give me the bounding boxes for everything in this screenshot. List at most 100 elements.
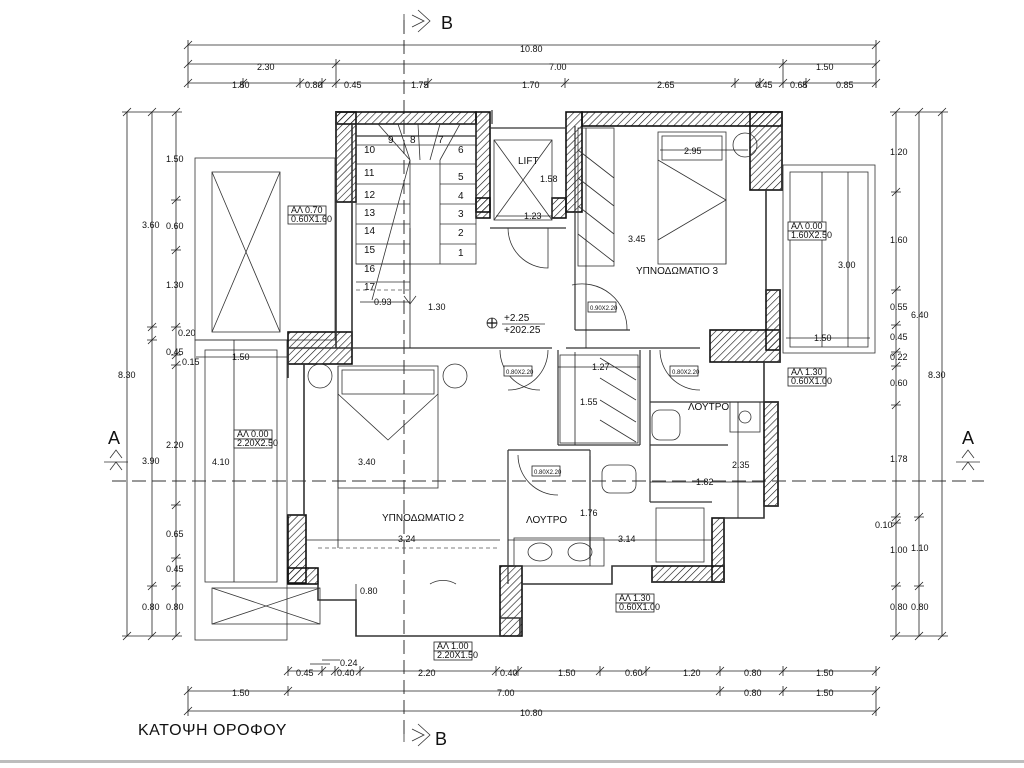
dim-top-r3-6: 2.65 (657, 80, 675, 90)
dim-top-r3-2: 0.80 (305, 80, 323, 90)
stair-step-number: 14 (364, 226, 376, 237)
window-tag-size: 0.60X1.00 (619, 602, 660, 612)
plan-title: ΚΑΤΟΨΗ ΟΡΟΦΟΥ (138, 722, 287, 739)
section-lines (104, 9, 984, 747)
interior-dim-label: 4.10 (212, 457, 230, 467)
door-tag-label: 0.90X2.20 (590, 306, 618, 312)
stair-step-number: 1 (458, 248, 464, 259)
dim-right-c3-7: 1.78 (890, 454, 908, 464)
dim-top-r3-7: 0.45 (755, 80, 773, 90)
dim-left-c3-9: 0.80 (166, 602, 184, 612)
interior-dim-label: 3.40 (358, 457, 376, 467)
interior-dim-label: 3.45 (628, 234, 646, 244)
dim-top-r3-5: 1.70 (522, 80, 540, 90)
section-b-top-label: B (441, 13, 453, 33)
window-tag-sill: ΑΛ 0.00 (237, 429, 269, 439)
bottom-rule (0, 760, 1024, 763)
interior-dimension-lines (196, 128, 870, 636)
balconies (194, 157, 876, 641)
interior-dim-label: 2.35 (732, 460, 750, 470)
window-tag-sill: ΑΛ 1.30 (791, 367, 823, 377)
door-tag-label: 0.80X2.20 (506, 370, 534, 376)
door-swings (429, 227, 701, 585)
stair-step-number: 3 (458, 209, 464, 220)
door-tag-label: 0.80X2.20 (672, 370, 700, 376)
dim-left-c2-4: 0.80 (142, 602, 160, 612)
window-tag-size: 2.20X1.50 (437, 650, 478, 660)
right-dimension-lines (890, 107, 948, 641)
window-tag-box (787, 376, 827, 387)
stair-step-number: 11 (364, 168, 375, 179)
stair-step-number: 7 (438, 135, 444, 146)
dim-left-c2-3: 3.90 (142, 456, 160, 466)
wardrobes (559, 127, 639, 444)
stair-step-number: 15 (364, 245, 376, 256)
dim-top-r2-1: 2.30 (257, 62, 275, 72)
dim-bot-r2-2: 7.00 (497, 688, 515, 698)
dim-right-total: 8.30 (928, 370, 946, 380)
dim-right-c3-2: 1.60 (890, 235, 908, 245)
section-a-right-label: A (962, 428, 974, 448)
dim-top-r2-2: 7.00 (549, 62, 567, 72)
dim-right-c3-3: 0.55 (890, 302, 908, 312)
dim-bot-r2-4: 1.50 (816, 688, 834, 698)
level-lower-label: +202.25 (504, 325, 541, 336)
dim-right-c2-3: 0.80 (911, 602, 929, 612)
interior-dim-label: 2.95 (684, 146, 702, 156)
door-tag-box (503, 365, 533, 377)
dim-left-c3-1: 1.50 (166, 154, 184, 164)
window-tag-sill: ΑΛ 1.00 (437, 641, 469, 651)
interior-dim-label: 1.82 (696, 477, 714, 487)
dim-bot-r2-1: 1.50 (232, 688, 250, 698)
bed-room2 (307, 363, 468, 489)
stair-step-number: 10 (364, 145, 376, 156)
stair-step-number: 8 (410, 135, 416, 146)
room-bath1-label: ΛΟΥΤΡΟ (688, 402, 729, 413)
dim-top-r3-8: 0.65 (790, 80, 808, 90)
dim-left-c3-8: 0.45 (166, 564, 184, 574)
top-dimension-lines (183, 40, 881, 88)
window-tag-sill: ΑΛ 0.70 (291, 205, 323, 215)
dim-bot-r1-2: 0.24 (340, 658, 358, 668)
exterior-walls (287, 111, 783, 637)
dim-bot-r1-8: 1.20 (683, 668, 701, 678)
dim-top-r3-3: 0.45 (344, 80, 362, 90)
stair-step-number: 17 (364, 282, 376, 293)
dim-left-c3-6: 2.20 (166, 440, 184, 450)
interior-dim-label: 0.80 (360, 586, 378, 596)
section-a-left-label: A (108, 428, 120, 448)
window-tag-sill: ΑΛ 0.00 (791, 221, 823, 231)
stair-step-number: 13 (364, 208, 376, 219)
dim-top-r3-9: 0.85 (836, 80, 854, 90)
interior-dim-label: 1.30 (428, 302, 446, 312)
door-tag-box (587, 301, 617, 313)
room-bedroom3-label: ΥΠΝΟΔΩΜΑΤΙΟ 3 (636, 266, 719, 277)
window-tag-box (433, 650, 473, 661)
level-upper-label: +2.25 (504, 313, 530, 324)
dim-right-c3-9: 1.00 (890, 545, 908, 555)
dim-right-c2-1: 6.40 (911, 310, 929, 320)
bottom-dimension-lines (183, 659, 881, 716)
dim-bot-r1-10: 1.50 (816, 668, 834, 678)
level-marker (486, 317, 545, 329)
dim-right-c3-1: 1.20 (890, 147, 908, 157)
interior-dim-label: 1.58 (540, 174, 558, 184)
lift-label: LIFT (518, 156, 539, 167)
dim-right-c3-4: 0.45 (890, 332, 908, 342)
dim-top-r2-3: 1.50 (816, 62, 834, 72)
window-tag-box (233, 438, 273, 449)
dim-left-c3-4: 0.45 (166, 347, 184, 357)
window-tag-box (615, 602, 655, 613)
dim-right-c3-8: 0.10 (875, 520, 893, 530)
dim-left-total: 8.30 (118, 370, 136, 380)
dim-left-c3-5: 0.15 (182, 357, 200, 367)
interior-dim-label: 1.76 (580, 508, 598, 518)
dim-bot-r1-9: 0.80 (744, 668, 762, 678)
interior-dim-label: 1.50 (232, 352, 250, 362)
interior-dim-label: 1.23 (524, 211, 542, 221)
left-dimension-lines (122, 107, 182, 641)
door-tag-box (669, 365, 699, 377)
